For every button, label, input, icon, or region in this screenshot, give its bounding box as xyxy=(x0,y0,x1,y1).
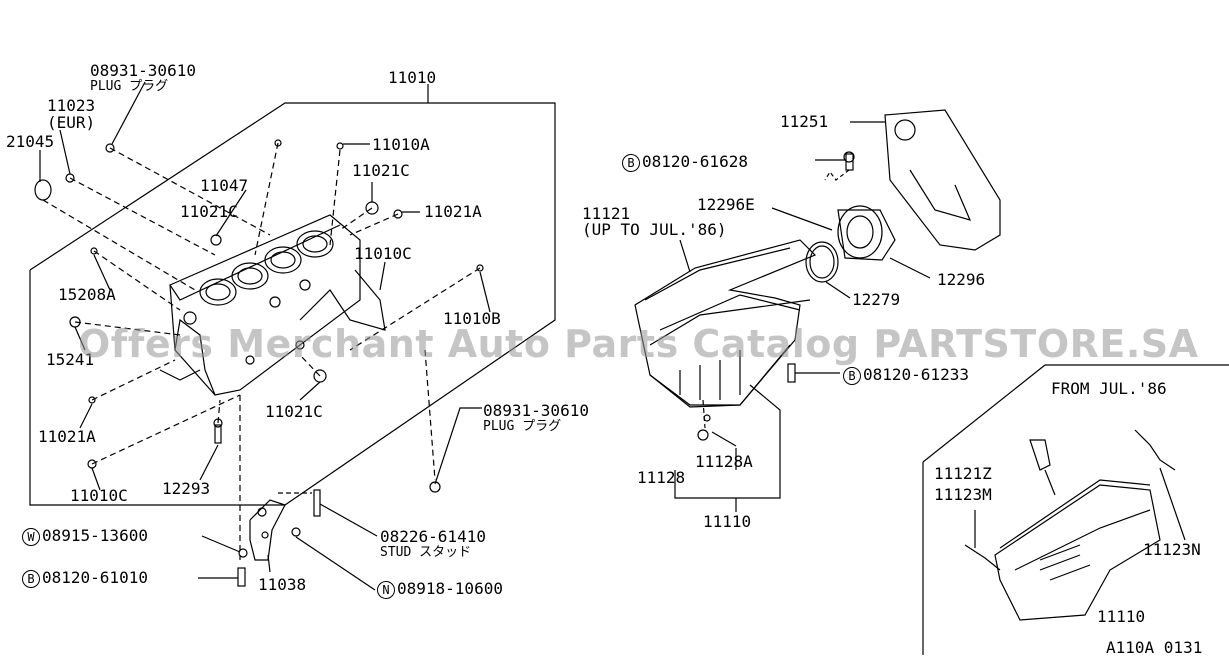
part-number-11121: 11121 xyxy=(582,204,631,223)
part-number-11010A: 11010A xyxy=(372,135,430,154)
cylinder-block-icon xyxy=(159,214,386,396)
part-number-12279: 12279 xyxy=(852,290,901,309)
part-number-11110-b: 11110 xyxy=(1097,607,1146,626)
plug-note-bottom: PLUG プラグ xyxy=(483,419,562,434)
b-code-3: 08120-61233 xyxy=(863,365,969,384)
part-number-11128: 11128 xyxy=(637,468,686,487)
w-prefix-badge: W xyxy=(22,528,40,546)
b-prefix-badge-2: B xyxy=(622,154,640,172)
part-number-11251: 11251 xyxy=(780,112,829,131)
inset-oil-pan-icon xyxy=(964,429,1186,621)
part-number-11021A-b: 11021A xyxy=(38,427,96,446)
part-number-11010C-b: 11010C xyxy=(70,486,128,505)
part-number-12293: 12293 xyxy=(162,479,211,498)
part-number-11021C-b: 11021C xyxy=(180,202,238,221)
diagram-code: A110A 0131 xyxy=(1106,638,1203,657)
inset-divider-diagonal xyxy=(922,364,1046,463)
stud-note: STUD スタッド xyxy=(380,545,472,560)
rear-plate-icon xyxy=(771,109,1001,299)
oil-pan-leaders xyxy=(674,239,840,512)
up-to-note: (UP TO JUL.'86) xyxy=(582,220,727,239)
part-number-11010: 11010 xyxy=(388,68,437,87)
inset-title: FROM JUL.'86 xyxy=(1051,379,1167,398)
part-number-11047: 11047 xyxy=(200,176,249,195)
part-number-11023: 11023 xyxy=(47,96,96,115)
part-number-12296: 12296 xyxy=(937,270,986,289)
b-code-1: 08120-61010 xyxy=(42,568,148,587)
bracket-11038-icon xyxy=(198,489,378,591)
block-frame xyxy=(29,84,556,506)
eur-note: (EUR) xyxy=(47,113,96,132)
block-dashed-leaders xyxy=(42,142,481,560)
part-number-11110-a: 11110 xyxy=(703,512,752,531)
oil-pan-icon xyxy=(634,239,817,441)
watermark: Offers Merchant Auto Parts Catalog PARTS… xyxy=(78,322,1199,366)
n-code: 08918-10600 xyxy=(397,579,503,598)
part-number-15208A: 15208A xyxy=(58,285,116,304)
block-leaders xyxy=(39,81,491,491)
part-number-11038: 11038 xyxy=(258,575,307,594)
part-number-11010C-a: 11010C xyxy=(354,244,412,263)
plug-note-top: PLUG プラグ xyxy=(90,79,169,94)
part-number-11021C-a: 11021C xyxy=(352,161,410,180)
part-number-11021A-a: 11021A xyxy=(424,202,482,221)
part-number-11010B: 11010B xyxy=(443,309,501,328)
block-small-parts xyxy=(34,139,484,493)
part-number-15241: 15241 xyxy=(46,350,95,369)
part-number-11121Z: 11121Z xyxy=(934,464,992,483)
part-number-08931-30610-top: 08931-30610 xyxy=(90,61,196,80)
w-code: 08915-13600 xyxy=(42,526,148,545)
b-code-2: 08120-61628 xyxy=(642,152,748,171)
n-prefix-badge: N xyxy=(377,581,395,599)
part-number-21045: 21045 xyxy=(6,132,55,151)
part-number-11123M: 11123M xyxy=(934,485,992,504)
b-prefix-badge-3: B xyxy=(843,367,861,385)
part-number-11128A: 11128A xyxy=(695,452,753,471)
b-prefix-badge-1: B xyxy=(22,570,40,588)
part-number-11021C-c: 11021C xyxy=(265,402,323,421)
part-number-08931-30610-bottom: 08931-30610 xyxy=(483,401,589,420)
part-number-12296E: 12296E xyxy=(697,195,755,214)
part-number-08226-61410: 08226-61410 xyxy=(380,527,486,546)
part-number-11123N: 11123N xyxy=(1143,540,1201,559)
